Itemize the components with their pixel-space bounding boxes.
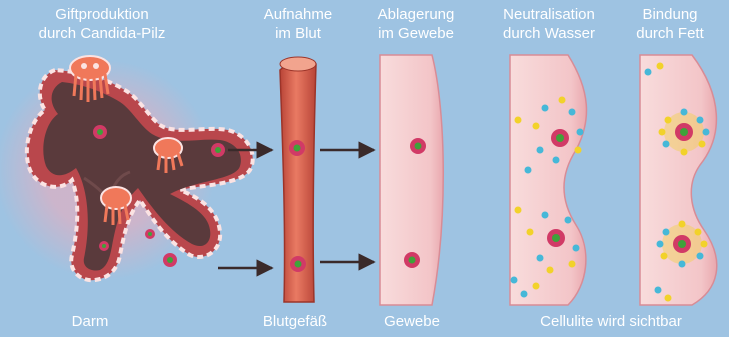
- stage-title-line1: Neutralisation: [484, 5, 614, 24]
- tissue-panel: [380, 55, 443, 305]
- stage-title-line1: Giftproduktion: [12, 5, 192, 24]
- stage-title-line1: Bindung: [614, 5, 726, 24]
- stage-title-line2: durch Candida-Pilz: [12, 24, 192, 43]
- stage-title-line2: durch Wasser: [484, 24, 614, 43]
- label-blutgefaess: Blutgefäß: [240, 312, 350, 331]
- stage-title-line1: Ablagerung: [356, 5, 476, 24]
- intestine: [0, 56, 253, 280]
- stage-title-line2: im Gewebe: [356, 24, 476, 43]
- stage-title-line2: im Blut: [238, 24, 358, 43]
- neutralised-toxin-top: [551, 129, 569, 147]
- neutralisation-panel: [510, 55, 586, 305]
- bindung-panel: [640, 55, 717, 305]
- stage-title-aufnahme: Aufnahme im Blut: [238, 5, 358, 43]
- stage-title-ablagerung: Ablagerung im Gewebe: [356, 5, 476, 43]
- stage-title-line2: durch Fett: [614, 24, 726, 43]
- stage-title-line1: Aufnahme: [238, 5, 358, 24]
- stage-title-giftproduktion: Giftproduktion durch Candida-Pilz: [12, 5, 192, 43]
- neutralised-toxin-bottom: [547, 229, 565, 247]
- label-cellulite: Cellulite wird sichtbar: [506, 312, 716, 331]
- blood-vessel: [280, 57, 316, 302]
- label-gewebe: Gewebe: [362, 312, 462, 331]
- label-darm: Darm: [40, 312, 140, 331]
- stage-title-neutralisation: Neutralisation durch Wasser: [484, 5, 614, 43]
- stage-title-bindung: Bindung durch Fett: [614, 5, 726, 43]
